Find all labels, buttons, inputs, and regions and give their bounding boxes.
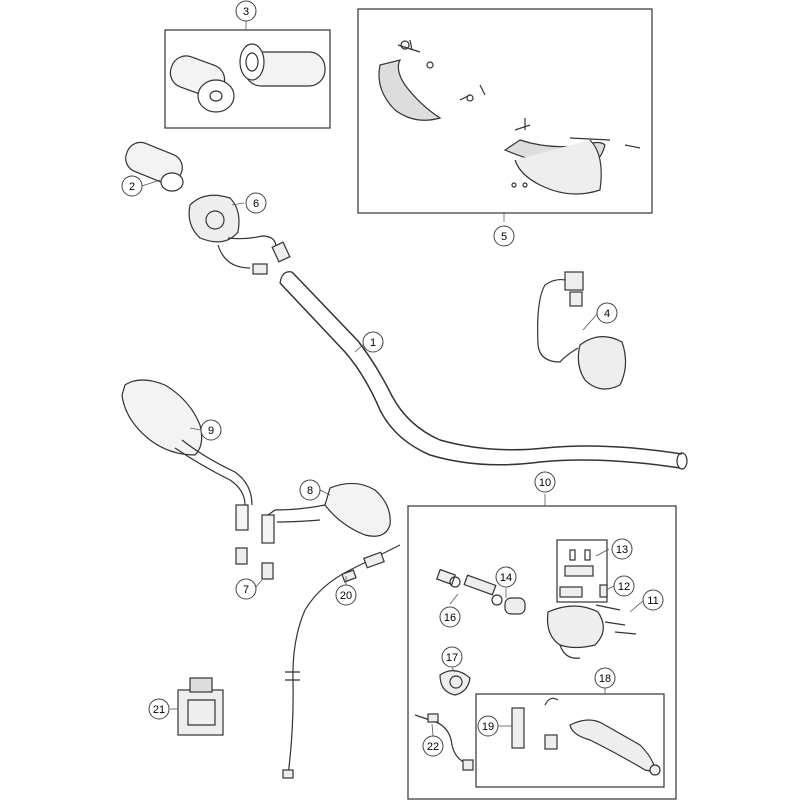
callout-number: 5 <box>501 231 507 243</box>
left-grip-drawing <box>125 141 184 192</box>
callout-number: 6 <box>253 198 259 210</box>
callout-number: 4 <box>604 308 610 320</box>
callout-number: 18 <box>599 673 611 685</box>
callout-clutch-master-cylinder-kit: 10 <box>534 471 556 493</box>
callout-circle <box>200 419 222 441</box>
callout-circle <box>594 667 616 689</box>
callout-right-mirror: 8 <box>299 479 321 501</box>
callout-circle <box>477 715 499 737</box>
callout-circle <box>299 479 321 501</box>
callout-number: 12 <box>618 581 630 593</box>
callout-circle <box>245 192 267 214</box>
right-mirror-drawing <box>261 482 391 544</box>
callout-throttle-cable: 20 <box>335 584 357 606</box>
callout-number: 1 <box>370 337 376 349</box>
callout-handlebar: 1 <box>362 331 384 353</box>
clutch-lever-drawing <box>544 697 661 776</box>
pin-drawing <box>599 584 608 598</box>
handlebar-drawing <box>279 271 688 470</box>
callout-number: 9 <box>208 425 214 437</box>
callout-number: 16 <box>444 612 456 624</box>
clamp-drawing <box>439 670 471 696</box>
hand-guard-frame <box>357 8 653 214</box>
callout-number: 3 <box>243 6 249 18</box>
grip-set-drawing <box>169 43 326 113</box>
lever-kit-frame <box>475 693 665 788</box>
callout-number: 8 <box>307 485 313 497</box>
callout-number: 7 <box>243 584 249 596</box>
master-cylinder-frame <box>407 505 677 800</box>
callout-mirror-adapters: 7 <box>235 578 257 600</box>
callout-circle <box>493 225 515 247</box>
callout-circle <box>441 646 463 668</box>
callout-adjuster: 19 <box>477 715 499 737</box>
callout-grip-set: 3 <box>235 0 257 22</box>
callout-hand-guard-kit: 5 <box>493 225 515 247</box>
callout-number: 14 <box>500 572 512 584</box>
callout-circle <box>235 578 257 600</box>
callout-number: 17 <box>446 652 458 664</box>
hydraulic-fluid-drawing <box>177 677 224 736</box>
clutch-switch-drawing <box>414 713 474 771</box>
callout-clutch-switch: 22 <box>422 735 444 757</box>
callout-circle <box>611 538 633 560</box>
callout-circle <box>642 589 664 611</box>
callout-number: 13 <box>616 544 628 556</box>
callout-circle <box>439 606 461 628</box>
callout-circle <box>613 575 635 597</box>
master-cylinder-drawing <box>436 568 637 659</box>
callout-circle <box>335 584 357 606</box>
callout-number: 11 <box>647 595 658 607</box>
callout-clutch-lever-kit: 18 <box>594 667 616 689</box>
callout-number: 19 <box>482 721 494 733</box>
callout-circle <box>495 566 517 588</box>
callout-left-switch: 6 <box>245 192 267 214</box>
callout-right-switch: 4 <box>596 302 618 324</box>
callout-number: 2 <box>129 181 135 193</box>
callout-pivot-bolt: 11 <box>642 589 664 611</box>
callout-circle <box>596 302 618 324</box>
hand-guard-drawing <box>378 39 641 195</box>
adjuster-drawing <box>511 707 525 749</box>
callout-hydraulic-fluid: 21 <box>148 698 170 720</box>
callout-left-grip: 2 <box>121 175 143 197</box>
mirror-adapters-drawing <box>235 547 274 580</box>
callout-clamp: 17 <box>441 646 463 668</box>
callout-number: 22 <box>427 741 439 753</box>
reservoir-cap-drawing <box>564 549 594 577</box>
reservoir-cap-frame <box>556 539 608 603</box>
callout-seal-kit: 14 <box>495 566 517 588</box>
callout-number: 21 <box>153 704 165 716</box>
right-switch-drawing <box>537 271 627 390</box>
callout-circle <box>121 175 143 197</box>
leader-lines <box>141 21 645 737</box>
callout-number: 10 <box>539 477 551 489</box>
callout-circle <box>148 698 170 720</box>
callout-circle <box>362 331 384 353</box>
callout-circle <box>422 735 444 757</box>
callout-circle <box>235 0 257 22</box>
left-mirror-drawing <box>121 379 253 531</box>
callout-left-mirror: 9 <box>200 419 222 441</box>
grip-set-frame <box>164 29 331 129</box>
callout-circle <box>534 471 556 493</box>
callout-reservoir-cap: 13 <box>611 538 633 560</box>
callout-pin: 12 <box>613 575 635 597</box>
left-switch-drawing <box>188 194 291 275</box>
throttle-cable-drawing <box>282 544 401 779</box>
callout-number: 20 <box>340 590 352 602</box>
callout-piston-kit: 16 <box>439 606 461 628</box>
